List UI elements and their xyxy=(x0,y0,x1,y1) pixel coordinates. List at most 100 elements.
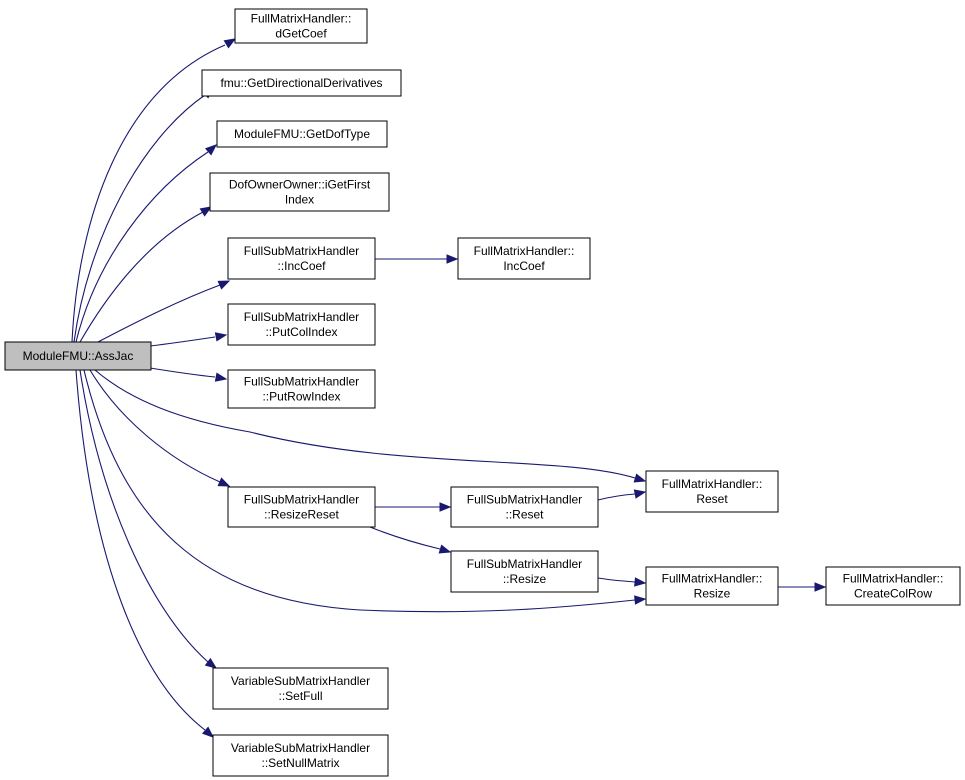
arrowhead xyxy=(634,595,647,605)
node-vsm_null[interactable]: VariableSubMatrixHandler::SetNullMatrix xyxy=(212,734,389,777)
arrowhead xyxy=(438,544,452,554)
node-label-line: VariableSubMatrixHandler xyxy=(231,674,370,688)
node-label-line: ::SetNullMatrix xyxy=(261,756,339,770)
edge-root-to-putcol xyxy=(149,332,228,347)
node-root[interactable]: ModuleFMU::AssJac xyxy=(4,341,152,371)
arrowhead xyxy=(214,332,228,342)
node-label-line: ::PutColIndex xyxy=(265,325,337,339)
node-box xyxy=(645,566,779,606)
node-box xyxy=(212,667,389,710)
node-fm_reset[interactable]: FullMatrixHandler::Reset xyxy=(645,470,779,513)
node-label-line: FullMatrixHandler:: xyxy=(662,477,763,491)
edge-fsm_resize-to-fm_resize xyxy=(597,577,647,587)
node-label-line: ::ResizeReset xyxy=(264,508,339,522)
node-fsm_inc[interactable]: FullSubMatrixHandler::IncCoef xyxy=(227,237,376,280)
node-label-line: ::IncCoef xyxy=(277,259,326,273)
node-label-line: FullSubMatrixHandler xyxy=(244,493,359,507)
edge-line xyxy=(97,284,221,343)
node-box xyxy=(201,69,402,97)
node-box xyxy=(450,486,599,528)
node-label-line: Index xyxy=(285,193,314,207)
node-fm_resize[interactable]: FullMatrixHandler::Resize xyxy=(645,566,779,606)
node-box xyxy=(227,303,376,346)
node-box xyxy=(209,172,390,212)
node-label-line: ModuleFMU::GetDofType xyxy=(234,127,370,141)
node-box xyxy=(825,566,961,606)
node-label-line: FullSubMatrixHandler xyxy=(244,244,359,258)
node-putrow[interactable]: FullSubMatrixHandler::PutRowIndex xyxy=(227,369,376,409)
edge-line xyxy=(597,577,636,583)
edge-root-to-fm_reset xyxy=(94,369,647,483)
edge-line xyxy=(73,94,206,343)
node-fsm_resize[interactable]: FullSubMatrixHandler::Resize xyxy=(450,550,599,593)
edges-layer xyxy=(71,38,827,738)
node-label-line: CreateColRow xyxy=(854,587,932,601)
node-label-line: IncCoef xyxy=(503,259,545,273)
node-getdir[interactable]: fmu::GetDirectionalDerivatives xyxy=(201,69,402,97)
node-putcol[interactable]: FullSubMatrixHandler::PutColIndex xyxy=(227,303,376,346)
node-label-line: ::Reset xyxy=(505,508,544,522)
edge-line xyxy=(75,151,209,343)
edge-fsm_inc-to-fm_inc xyxy=(375,254,459,264)
node-fsm_rr[interactable]: FullSubMatrixHandler::ResizeReset xyxy=(227,486,376,528)
edge-root-to-dgetcoef xyxy=(71,38,237,343)
node-label-line: ::PutRowIndex xyxy=(262,390,340,404)
node-dgetcoef[interactable]: FullMatrixHandler::dGetCoef xyxy=(234,8,368,44)
node-label-line: Reset xyxy=(696,492,728,506)
node-label-line: FullMatrixHandler:: xyxy=(251,12,352,26)
arrowhead xyxy=(199,206,213,217)
node-label-line: VariableSubMatrixHandler xyxy=(231,741,370,755)
node-box xyxy=(216,120,388,148)
node-label-line: FullMatrixHandler:: xyxy=(662,572,763,586)
node-label-line: dGetCoef xyxy=(275,27,327,41)
arrowhead xyxy=(201,726,215,738)
edge-root-to-putrow xyxy=(149,367,228,382)
edge-line xyxy=(79,211,204,343)
arrowhead xyxy=(446,254,459,264)
edge-line xyxy=(75,369,206,731)
node-label-line: ModuleFMU::AssJac xyxy=(23,349,134,363)
edge-line xyxy=(149,336,216,347)
edge-root-to-fsm_inc xyxy=(97,280,231,343)
arrowhead xyxy=(223,38,237,49)
node-box xyxy=(234,8,368,44)
node-label-line: FullMatrixHandler:: xyxy=(843,572,944,586)
edge-line xyxy=(597,493,636,501)
edge-root-to-fm_resize xyxy=(83,369,647,613)
node-getdoft[interactable]: ModuleFMU::GetDofType xyxy=(216,120,388,148)
edge-line xyxy=(83,369,636,613)
node-label-line: FullMatrixHandler:: xyxy=(474,244,575,258)
arrowhead xyxy=(814,582,827,592)
arrowhead xyxy=(204,657,218,669)
edge-root-to-vsm_full xyxy=(79,369,218,669)
node-fm_ccr[interactable]: FullMatrixHandler::CreateColRow xyxy=(825,566,961,606)
node-box xyxy=(227,486,376,528)
edge-fsm_reset-to-fm_reset xyxy=(597,489,647,501)
arrowhead xyxy=(214,372,228,382)
node-box xyxy=(4,341,152,371)
edge-root-to-getdoft xyxy=(75,144,218,343)
node-label-line: ::Resize xyxy=(503,572,547,586)
node-label-line: FullSubMatrixHandler xyxy=(244,310,359,324)
arrowhead xyxy=(204,144,218,156)
edge-line xyxy=(369,526,441,550)
nodes-layer: ModuleFMU::AssJacFullMatrixHandler::dGet… xyxy=(4,8,961,777)
edge-line xyxy=(149,367,216,378)
edge-line xyxy=(79,369,209,663)
node-vsm_full[interactable]: VariableSubMatrixHandler::SetFull xyxy=(212,667,389,710)
edge-root-to-igetfirst xyxy=(79,206,213,343)
node-fsm_reset[interactable]: FullSubMatrixHandler::Reset xyxy=(450,486,599,528)
arrowhead xyxy=(217,477,231,487)
edge-root-to-vsm_null xyxy=(75,369,215,738)
arrowhead xyxy=(634,577,647,587)
node-label-line: FullSubMatrixHandler xyxy=(467,493,582,507)
node-label-line: FullSubMatrixHandler xyxy=(244,375,359,389)
edge-root-to-fsm_rr xyxy=(89,369,231,487)
node-fm_inc[interactable]: FullMatrixHandler::IncCoef xyxy=(457,237,591,280)
node-label-line: FullSubMatrixHandler xyxy=(467,557,582,571)
node-label-line: DofOwnerOwner::iGetFirst xyxy=(229,178,371,192)
edge-fsm_rr-to-fsm_resize xyxy=(369,526,452,554)
node-label-line: fmu::GetDirectionalDerivatives xyxy=(220,76,382,90)
